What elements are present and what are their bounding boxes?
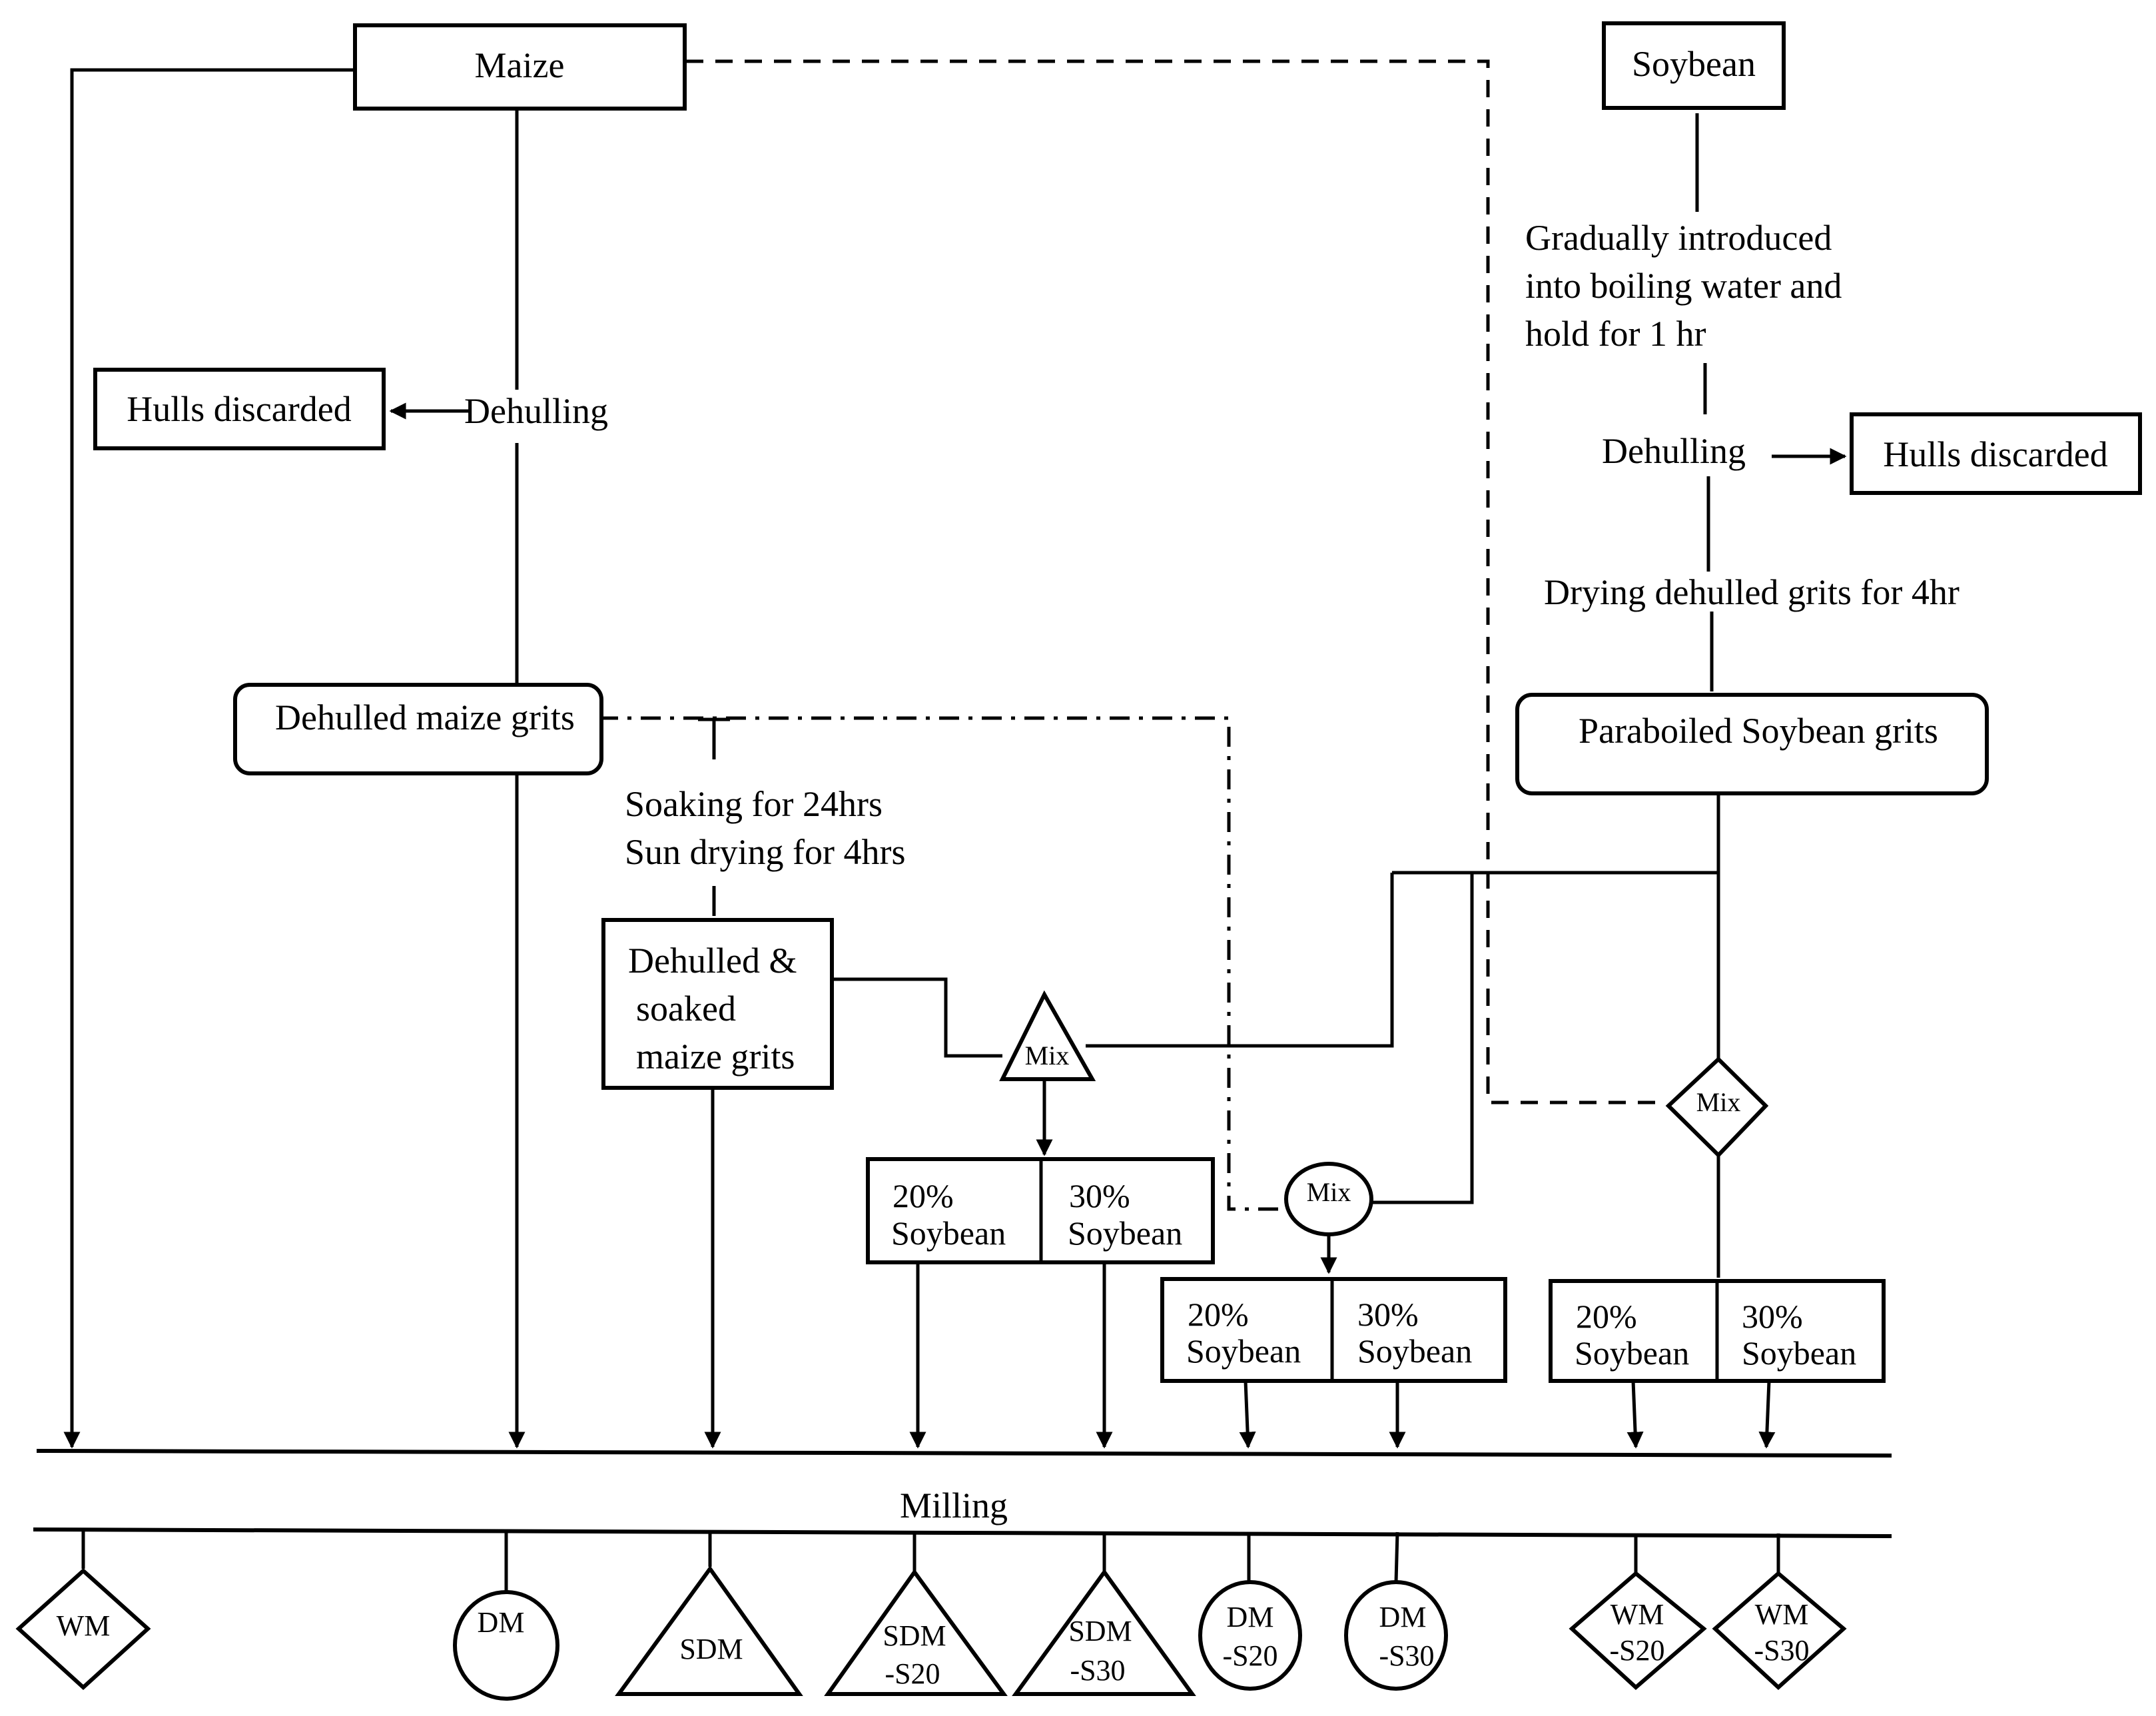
maize-to-diamond-dashed-line: [686, 59, 1658, 1104]
product-wm: WM: [15, 1567, 151, 1691]
soy-dehulling-label: Dehulling: [1602, 431, 1746, 471]
paraboiled-to-mix-triangle-line: [1086, 873, 1394, 1048]
soy-drying-label: Drying dehulled grits for 4hr: [1544, 572, 1960, 612]
ratio-box-1-right-pct: 30%: [1069, 1177, 1130, 1214]
soaked-grits-line-3: maize grits: [636, 1037, 795, 1076]
milling-label: Milling: [900, 1486, 1008, 1525]
soaking-step: Soaking for 24hrs Sun drying for 4hrs: [625, 784, 905, 872]
paraboiled-to-mix-circle-line: [1369, 873, 1474, 1204]
ratio-box-3-right-pct: 30%: [1742, 1298, 1803, 1335]
product-dm-s20-line-2: -S20: [1222, 1639, 1277, 1672]
ratio-box-2-left-pct: 20%: [1188, 1296, 1249, 1333]
soaked-grits-line-1: Dehulled &: [628, 941, 797, 981]
product-dm-s30: DM -S30: [1344, 1580, 1448, 1691]
soy-boil-line-3: hold for 1 hr: [1525, 314, 1706, 354]
product-wm-s30: WM -S30: [1712, 1571, 1847, 1691]
product-wm-label: WM: [57, 1609, 111, 1642]
product-sdm-label: SDM: [679, 1633, 743, 1665]
product-sdm-s30-line-1: SDM: [1068, 1615, 1132, 1647]
product-wm-s30-line-1: WM: [1755, 1598, 1809, 1631]
soaked-grits-line-2: soaked: [636, 989, 736, 1029]
ratio-box-1-left-name: Soybean: [891, 1214, 1006, 1252]
dm-s30-drop: [1394, 1531, 1399, 1583]
maize-to-milling-wm-line: [63, 68, 355, 1449]
connectors: [33, 59, 1892, 1592]
soy-hulls-label: Hulls discarded: [1883, 434, 2107, 474]
maize-box: Maize: [353, 23, 687, 111]
mix-triangle: Mix: [999, 990, 1096, 1081]
ratio-box-3-left-name: Soybean: [1575, 1334, 1689, 1372]
ratio-box-2-right-name: Soybean: [1357, 1332, 1472, 1370]
product-wm-s20: WM -S20: [1569, 1571, 1707, 1691]
maize-dehulling-label: Dehulling: [464, 391, 608, 431]
mix-triangle-label: Mix: [1025, 1041, 1070, 1071]
sun-drying-label: Sun drying for 4hrs: [625, 832, 905, 872]
grits-to-mix-circle-dashdot-line: [598, 716, 1285, 1211]
product-sdm-s20: SDM -S20: [824, 1568, 1008, 1696]
ratio-box-dehulled: 20% Soybean 30% Soybean: [1160, 1277, 1507, 1383]
mix-circle-label: Mix: [1307, 1177, 1351, 1207]
product-dm-s20-line-1: DM: [1227, 1601, 1274, 1633]
milling-bottom-rail: [33, 1527, 1892, 1538]
soaked-maize-grits-box: Dehulled & soaked maize grits: [601, 918, 834, 1090]
ratio-box-1-right-name: Soybean: [1068, 1214, 1182, 1252]
paraboiled-grits-box: Paraboiled Soybean grits: [1515, 693, 1989, 795]
product-dm-s20: DM -S20: [1198, 1580, 1302, 1691]
mix-diamond-label: Mix: [1696, 1087, 1741, 1117]
dm-s20-line: [1239, 1380, 1256, 1449]
soy-boil-step: Gradually introduced into boiling water …: [1525, 218, 1842, 354]
ratio-box-whole: 20% Soybean 30% Soybean: [1549, 1279, 1886, 1383]
maize-label: Maize: [475, 45, 565, 85]
product-dm-s30-line-1: DM: [1379, 1601, 1427, 1633]
product-wm-s30-line-2: -S30: [1754, 1634, 1809, 1667]
product-dm-s30-line-2: -S30: [1379, 1639, 1434, 1672]
wm-s20-line: [1626, 1380, 1644, 1449]
soybean-label: Soybean: [1632, 44, 1756, 84]
dehulled-maize-grits-box: Dehulled maize grits: [233, 683, 603, 775]
dehulled-maize-grits-label: Dehulled maize grits: [275, 697, 575, 737]
mix-diamond: Mix: [1665, 1056, 1769, 1158]
ratio-box-2-right-pct: 30%: [1357, 1296, 1419, 1333]
paraboiled-grits-label: Paraboiled Soybean grits: [1579, 711, 1938, 751]
ratio-box-1-left-pct: 20%: [893, 1177, 954, 1214]
soy-hulls-box: Hulls discarded: [1850, 412, 2142, 495]
product-dm-label: DM: [478, 1606, 525, 1639]
product-sdm-s20-line-2: -S20: [885, 1657, 940, 1690]
product-sdm: SDM: [615, 1565, 803, 1696]
maize-hulls-label: Hulls discarded: [127, 389, 351, 429]
product-wm-s20-line-2: -S20: [1609, 1634, 1664, 1667]
product-sdm-s30-line-2: -S30: [1070, 1654, 1125, 1687]
ratio-box-3-right-name: Soybean: [1742, 1334, 1856, 1372]
wm-s30-line: [1758, 1380, 1776, 1449]
product-dm: DM: [453, 1590, 559, 1701]
product-sdm-s30: SDM -S30: [1012, 1568, 1196, 1696]
soaked-to-mix-line: [830, 977, 1002, 1058]
soy-boil-line-1: Gradually introduced: [1525, 218, 1832, 258]
mix-circle: Mix: [1284, 1162, 1373, 1236]
ratio-box-3-left-pct: 20%: [1576, 1298, 1637, 1335]
ratio-box-2-left-name: Soybean: [1186, 1332, 1301, 1370]
soybean-box: Soybean: [1602, 21, 1786, 110]
product-wm-s20-line-1: WM: [1611, 1598, 1664, 1631]
ratio-box-soaked: 20% Soybean 30% Soybean: [866, 1157, 1215, 1264]
soy-boil-line-2: into boiling water and: [1525, 266, 1842, 306]
soaking-label: Soaking for 24hrs: [625, 784, 883, 824]
maize-hulls-box: Hulls discarded: [93, 368, 386, 450]
product-sdm-s20-line-1: SDM: [883, 1619, 946, 1652]
milling-top-rail: [36, 1449, 1892, 1458]
